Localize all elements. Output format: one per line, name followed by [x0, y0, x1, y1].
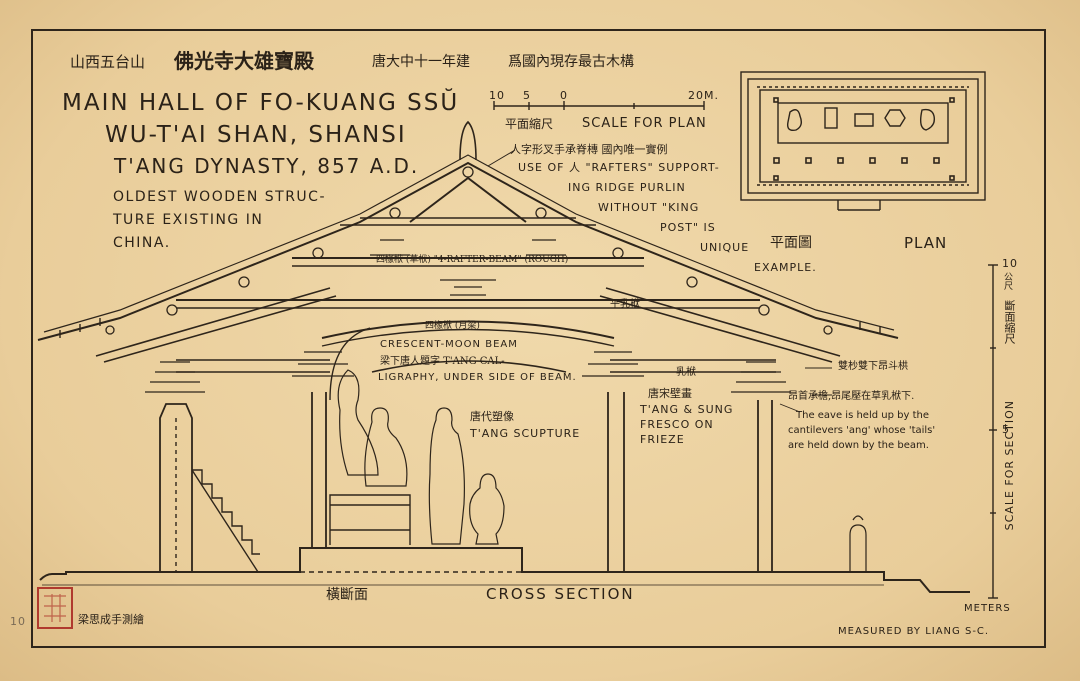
plan-scale-tick-5: 5 [523, 89, 531, 102]
fresco-line2: FRESCO ON [640, 418, 714, 431]
title-sub2: TURE EXISTING IN [113, 212, 264, 228]
section-scale-unit: METERS [964, 603, 1011, 614]
cross-section-drawing [37, 120, 970, 593]
plan-scale-tick-20m: 20M. [688, 89, 719, 102]
title-line1: MAIN HALL OF FO-KUANG SSŬ [62, 90, 460, 116]
eave-line1: The eave is held up by the [796, 410, 929, 421]
tang-sculpture-en: T'ANG SCUPTURE [470, 427, 581, 440]
floor-plan-drawing [740, 71, 986, 211]
chinese-credit: 梁思成手測繪 [78, 613, 144, 626]
fresco-line3: FRIEZE [640, 433, 685, 446]
title-line3: T'ANG DYNASTY, 857 A.D. [114, 154, 420, 178]
section-label: CROSS SECTION [486, 585, 635, 603]
tang-sculpture-cn: 唐代塑像 [470, 410, 514, 423]
plan-scale-tick-10: 10 [489, 89, 505, 102]
chinese-date: 唐大中十一年建 [372, 54, 470, 70]
chinese-title-main: 佛光寺大雄寶殿 [174, 49, 314, 73]
rubeam-top-label: 平乳栿 [610, 299, 640, 310]
section-scale-cn: 斷面縮尺 [1003, 300, 1016, 344]
plan-cn-label: 平面圖 [770, 235, 812, 251]
eave-cn: 昂首承檐,昂尾壓在草乳栿下. [788, 391, 915, 402]
section-scale-tick-5: 5 [1002, 423, 1010, 436]
title-sub3: CHINA. [113, 235, 171, 251]
crescent-line2: 梁下唐人題字 T'ANG CAL- [380, 356, 505, 367]
chinese-note: 爲國內現存最古木構 [508, 54, 634, 70]
bracket-cn: 雙杪雙下昂斗栱 [838, 361, 908, 372]
rafters-en1: USE OF 人 "RAFTERS" SUPPORT- [518, 161, 720, 174]
section-cn-label: 橫斷面 [326, 587, 368, 603]
rafters-cn: 人字形叉手承脊槫 國內唯一實例 [510, 143, 668, 156]
section-scale-unit-cn: 公尺 [1002, 272, 1012, 290]
four-rafter-beam-yueliang: 四椽栿 (月梁) [425, 321, 480, 331]
eave-line2: cantilevers 'ang' whose 'tails' [788, 425, 936, 436]
seal-stamp [37, 587, 73, 629]
plan-scale-en: SCALE FOR PLAN [582, 116, 707, 131]
eave-line3: are held down by the beam. [788, 440, 929, 451]
plan-label: PLAN [904, 234, 948, 252]
fresco-line1: T'ANG & SUNG [640, 403, 734, 416]
rafters-en2: ING RIDGE PURLIN [568, 181, 686, 194]
plan-scale-cn: 平面縮尺 [505, 117, 554, 131]
crescent-line3: LIGRAPHY, UNDER SIDE OF BEAM. [378, 372, 577, 383]
title-line2: WU-T'AI SHAN, SHANSI [105, 122, 407, 148]
measured-by: MEASURED BY LIANG S-C. [838, 626, 990, 637]
crescent-line1: CRESCENT-MOON BEAM [380, 339, 518, 350]
plan-scale-tick-0: 0 [560, 89, 568, 102]
sheet-border [31, 29, 1046, 648]
plan-scale-bar [493, 101, 705, 110]
section-scale-bar [988, 264, 998, 599]
fresco-cn: 唐宋壁畫 [648, 387, 692, 400]
rubeam-low-label: 乳栿 [676, 367, 696, 378]
four-rafter-beam-label: 四椽栿 (草栿) "4-RAFTER-BEAM" (ROUGH) [376, 255, 569, 265]
chinese-title-prefix: 山西五台山 [70, 53, 146, 71]
rafters-en3: WITHOUT "KING [598, 201, 700, 214]
title-sub1: OLDEST WOODEN STRUC- [113, 189, 327, 205]
page-number: 10 [10, 615, 26, 628]
section-scale-tick-10: 10 [1002, 257, 1018, 270]
rafters-en4: POST" IS [660, 221, 716, 234]
rafters-en6: EXAMPLE. [754, 261, 817, 274]
section-scale-en: SCALE FOR SECTION [1003, 400, 1016, 531]
rafters-en5: UNIQUE [700, 241, 750, 254]
